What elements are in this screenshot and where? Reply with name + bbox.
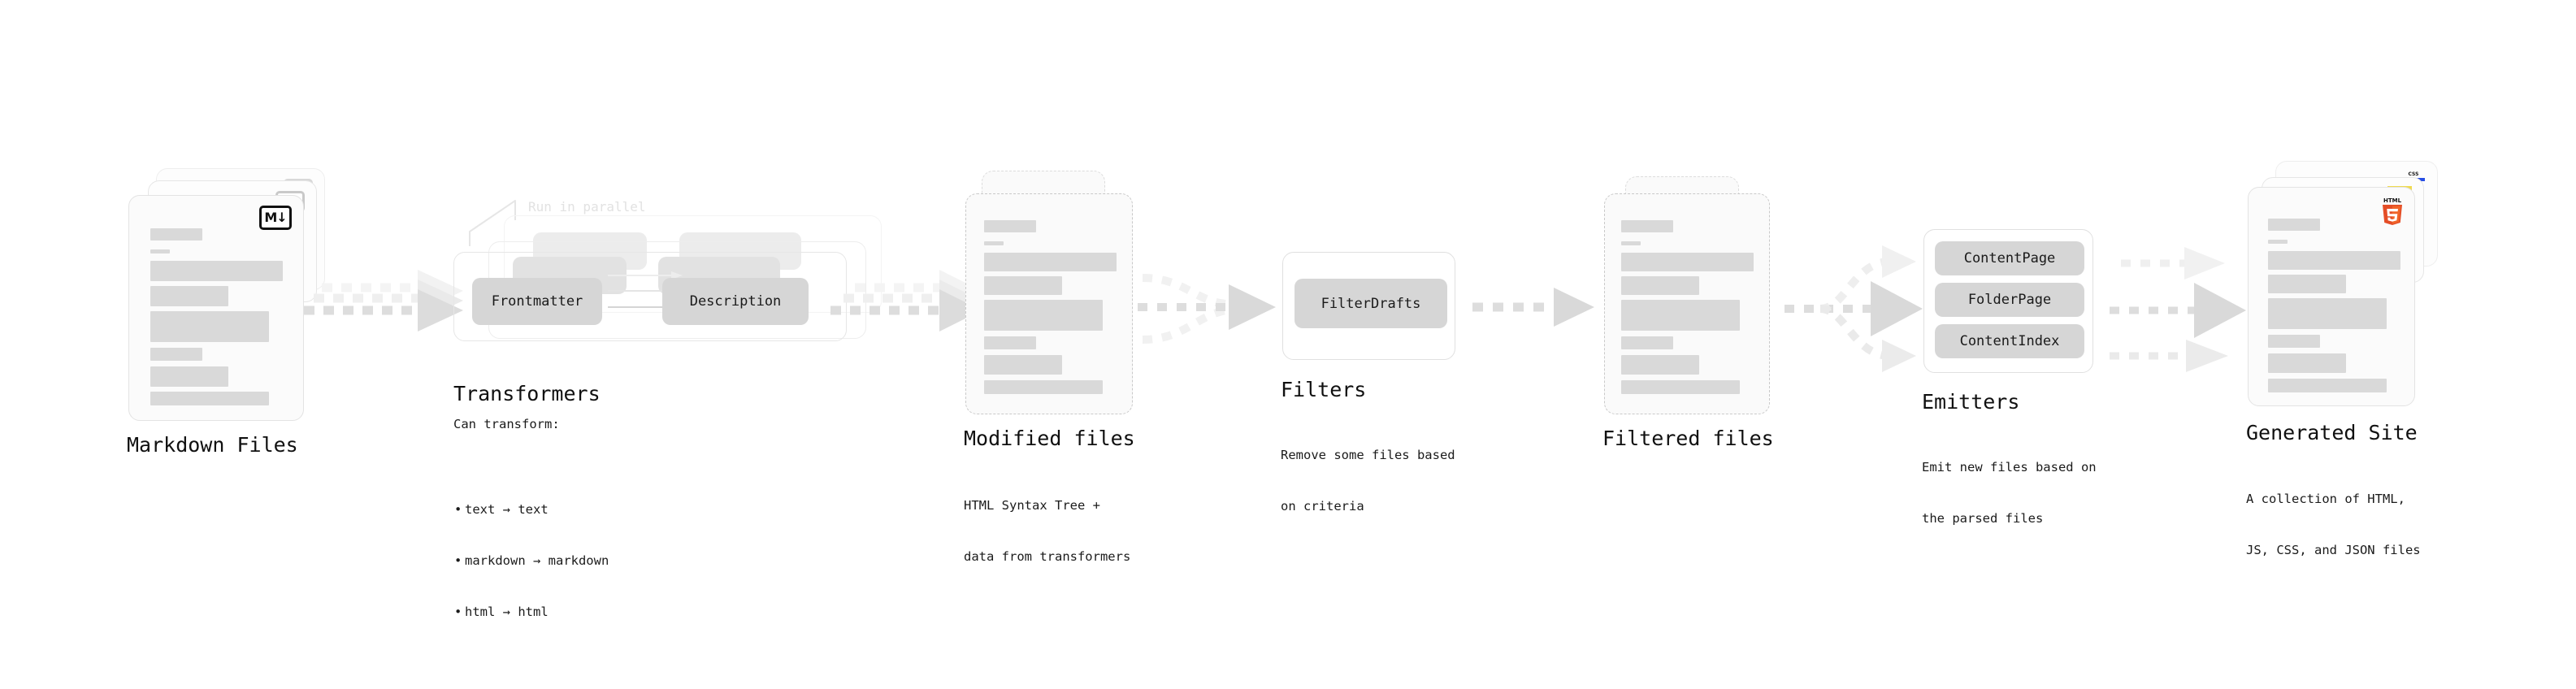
filters-desc-line: Remove some files based: [1281, 448, 1455, 462]
doc-bar: [984, 253, 1117, 271]
generated-site-title: Generated Site: [2246, 421, 2418, 444]
transformers-title: Transformers: [453, 382, 601, 405]
generated-card-front: HTML: [2248, 187, 2415, 406]
filtered-card-front: [1604, 193, 1770, 414]
doc-bar: [984, 276, 1062, 295]
doc-bar: [150, 228, 202, 240]
emitters-desc: Emit new files based on the parsed files: [1922, 425, 2097, 561]
doc-bar: [984, 300, 1103, 331]
modified-files-desc-line: HTML Syntax Tree +: [964, 498, 1100, 513]
doc-bar: [1621, 253, 1754, 271]
emitter-item-folderpage[interactable]: FolderPage: [1935, 283, 2084, 317]
doc-bar: [2268, 335, 2320, 348]
doc-bar: [150, 311, 269, 342]
doc-bar: [1621, 241, 1641, 245]
doc-bar: [1621, 336, 1673, 349]
doc-bar: [2268, 275, 2346, 293]
transformers-bullet: text → text: [454, 501, 609, 518]
filters-desc: Remove some files based on criteria: [1281, 413, 1455, 549]
svg-text:HTML: HTML: [2383, 197, 2402, 204]
doc-bar: [984, 355, 1062, 375]
doc-bar: [150, 392, 269, 405]
markdown-card-front: M↓: [128, 195, 304, 421]
filtered-card-content: [1605, 194, 1769, 414]
filter-item-filterdrafts[interactable]: FilterDrafts: [1295, 279, 1447, 328]
doc-bar: [2268, 353, 2346, 373]
markdown-files-title: Markdown Files: [127, 433, 298, 457]
doc-bar: [984, 220, 1036, 232]
doc-bar: [150, 249, 170, 254]
filters-card: FilterDrafts: [1282, 252, 1455, 360]
emitters-desc-line: Emit new files based on: [1922, 460, 2097, 474]
doc-bar: [984, 336, 1036, 349]
filters-title: Filters: [1281, 378, 1367, 401]
markdown-icon: M↓: [259, 206, 292, 230]
doc-bar: [150, 286, 228, 306]
doc-bar: [1621, 355, 1699, 375]
run-in-parallel-bracket: [469, 200, 516, 246]
doc-bar: [1621, 300, 1740, 331]
doc-bar: [2268, 219, 2320, 231]
filters-desc-line: on criteria: [1281, 499, 1364, 514]
emitters-desc-line: the parsed files: [1922, 511, 2044, 526]
modified-card-front: [965, 193, 1133, 414]
doc-bar: [150, 348, 202, 361]
emitters-title: Emitters: [1922, 390, 2020, 414]
emitters-card: ContentPage FolderPage ContentIndex: [1923, 229, 2093, 373]
doc-bar: [150, 366, 228, 387]
transformers-bullet: markdown → markdown: [454, 552, 609, 570]
arrow-emitters-to-generated: [2110, 247, 2246, 372]
arrow-transformers-to-modified: [830, 270, 982, 332]
generated-site-desc-line: A collection of HTML,: [2246, 492, 2405, 506]
filtered-files-title: Filtered files: [1602, 427, 1774, 450]
doc-bar: [2268, 251, 2400, 270]
modified-files-title: Modified files: [964, 427, 1135, 450]
emitter-item-contentpage[interactable]: ContentPage: [1935, 241, 2084, 275]
generated-site-desc-line: JS, CSS, and JSON files: [2246, 543, 2421, 557]
html5-icon: HTML: [2383, 197, 2402, 225]
doc-bar: [2268, 240, 2288, 244]
css3-icon-label: CSS: [2408, 171, 2419, 177]
transformers-bullet-list: text → text markdown → markdown html → h…: [453, 467, 609, 655]
doc-bar: [150, 261, 283, 281]
arrow-filters-to-filtered: [1472, 288, 1594, 327]
modified-files-desc-line: data from transformers: [964, 549, 1131, 564]
transformer-step-frontmatter[interactable]: Frontmatter: [472, 278, 602, 325]
markdown-card-content: [129, 196, 303, 420]
emitter-item-contentindex[interactable]: ContentIndex: [1935, 324, 2084, 358]
doc-bar: [1621, 380, 1740, 394]
doc-bar: [984, 380, 1103, 394]
doc-bar: [2268, 379, 2387, 392]
modified-files-desc: HTML Syntax Tree + data from transformer…: [964, 463, 1130, 600]
transformer-step-description[interactable]: Description: [662, 278, 809, 325]
modified-card-content: [966, 194, 1132, 414]
transformers-bullet: html → html: [454, 604, 609, 621]
doc-bar: [1621, 276, 1699, 295]
run-in-parallel-label: Run in parallel: [528, 199, 646, 214]
arrow-modified-to-filters-merge: [1138, 274, 1276, 344]
doc-bar: [2268, 298, 2387, 329]
doc-bar: [984, 241, 1004, 245]
generated-site-desc: A collection of HTML, JS, CSS, and JSON …: [2246, 457, 2421, 593]
doc-bar: [1621, 220, 1673, 232]
arrow-filtered-to-emitters-fan: [1785, 245, 1923, 372]
generated-card-content: [2249, 188, 2414, 405]
transformers-intro: Can transform:: [453, 417, 560, 431]
transformers-bullets: text → text markdown → markdown html → h…: [453, 433, 609, 689]
arrow-markdown-to-transformers: [304, 270, 463, 332]
